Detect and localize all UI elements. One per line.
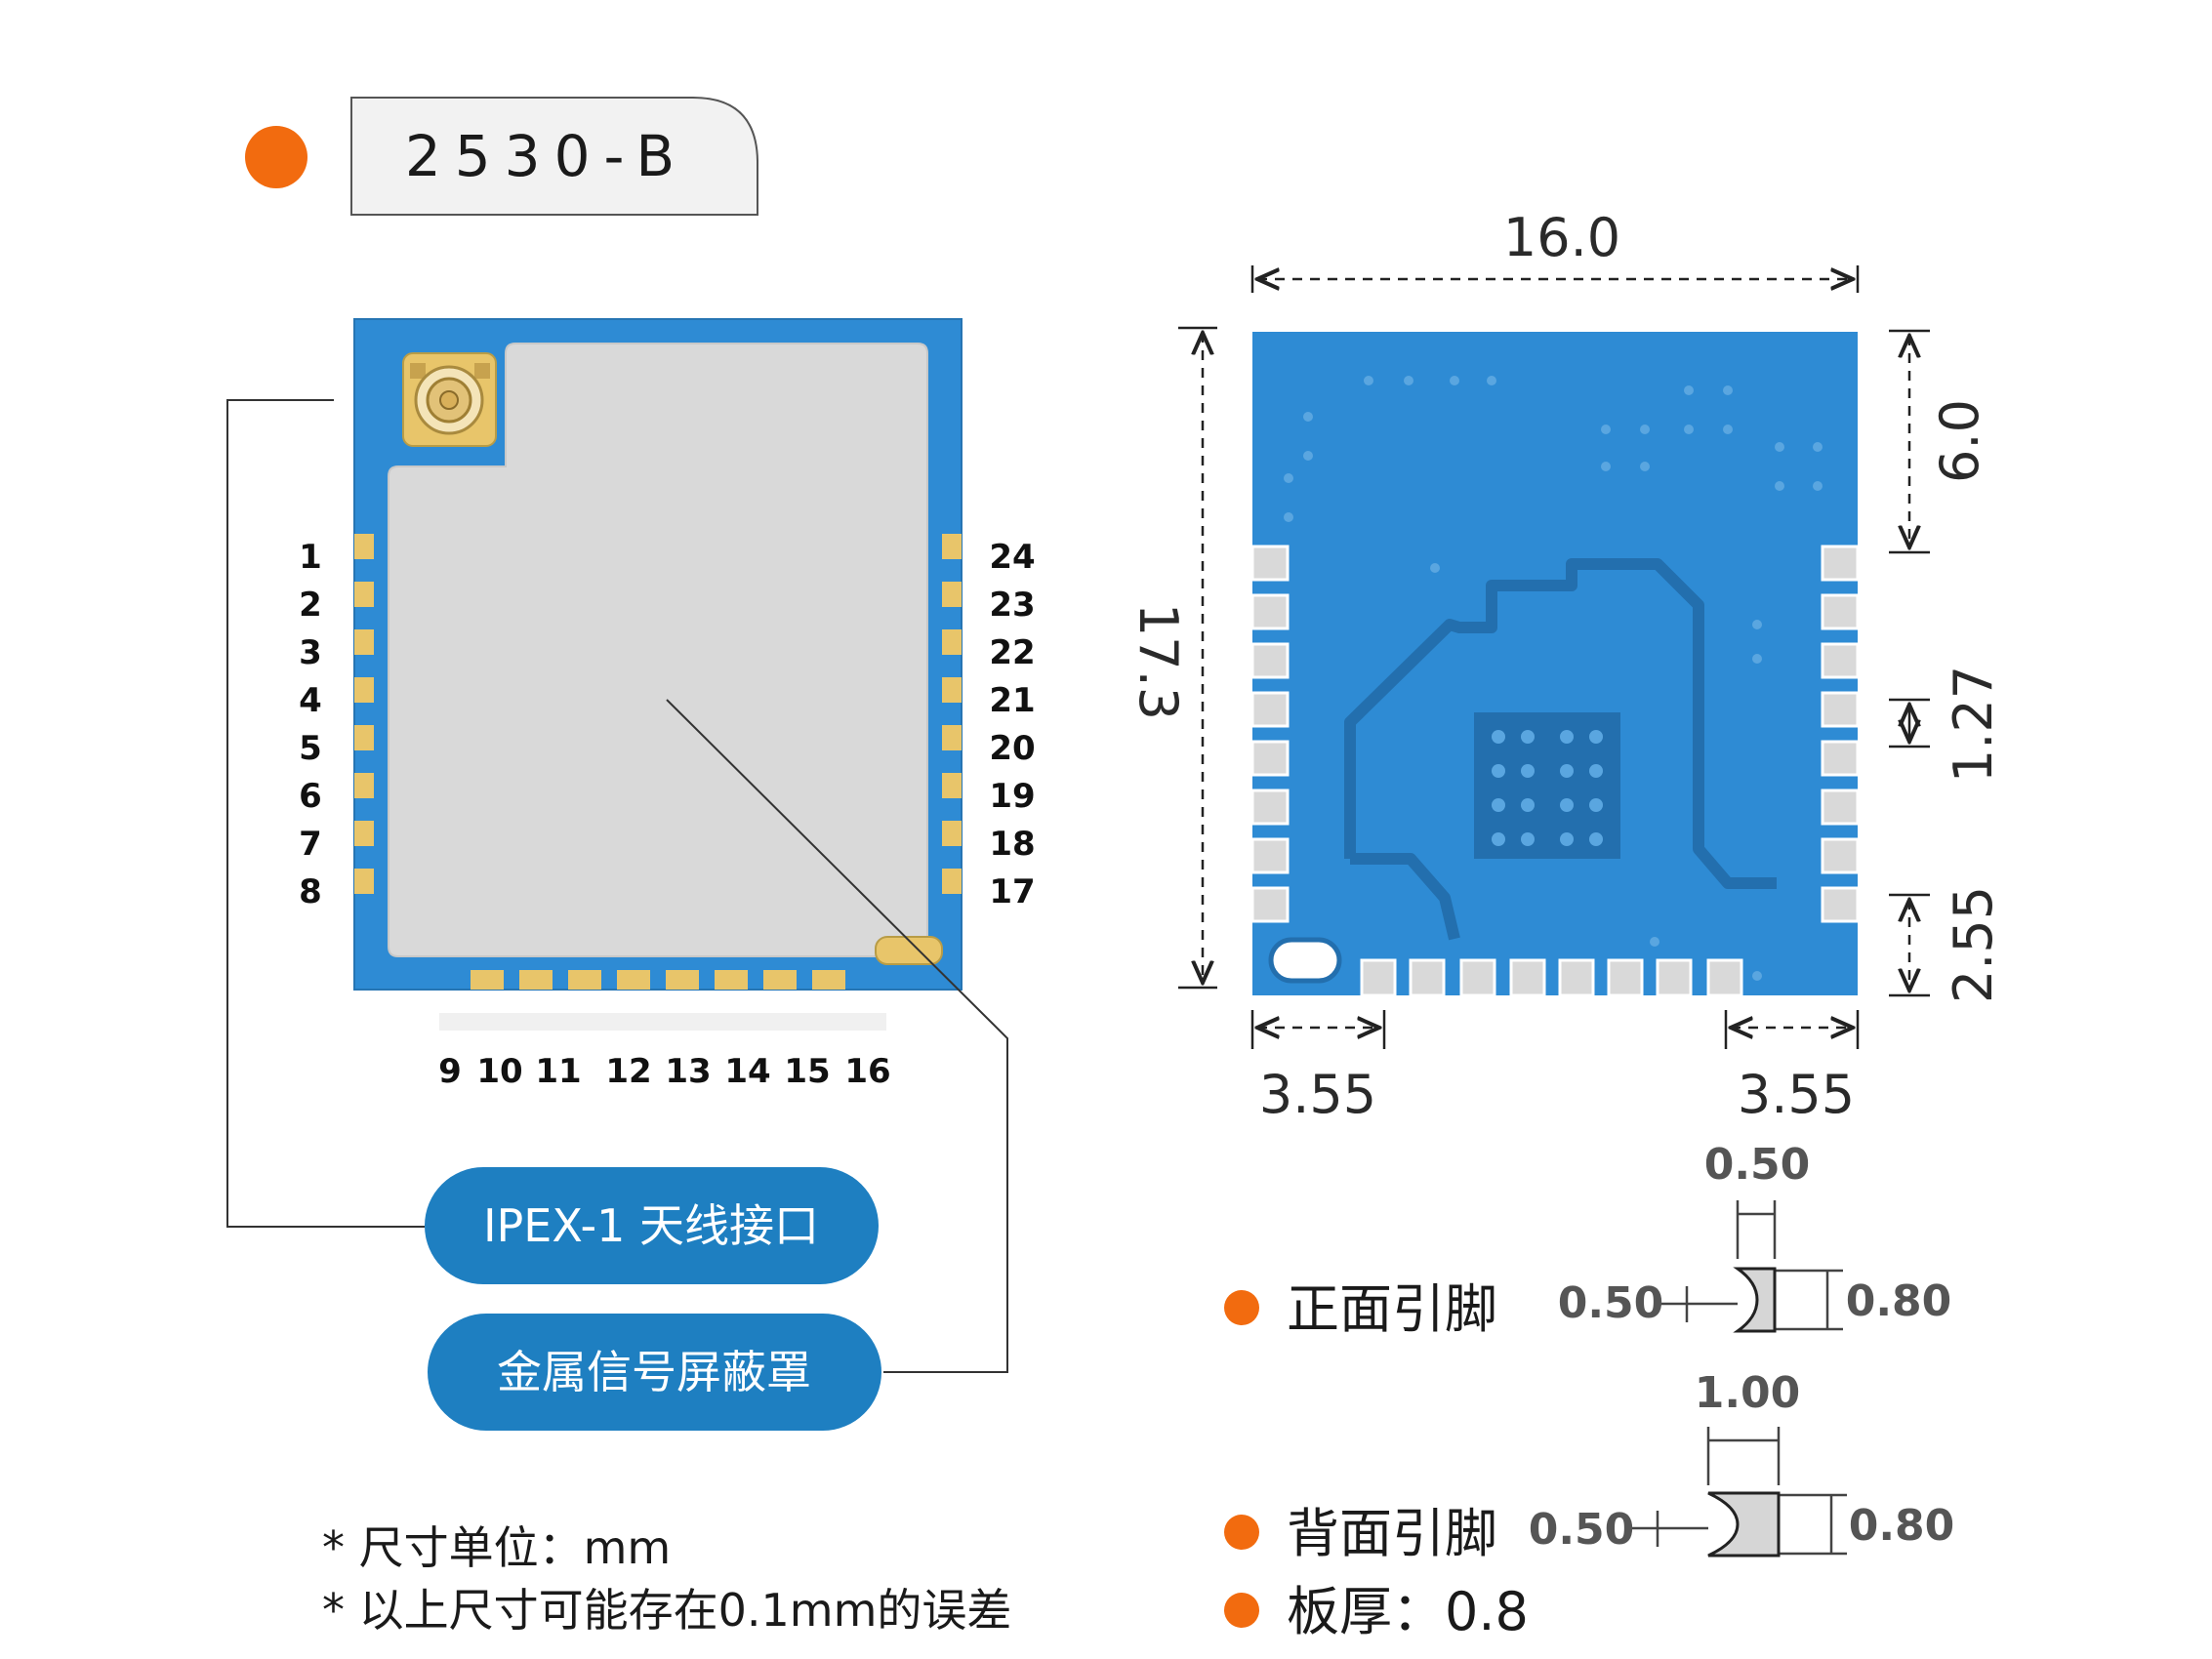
dim-bottom-left-label: 3.55 <box>1259 1064 1376 1125</box>
metal-shield <box>388 343 928 957</box>
note-tolerance: * 以上尺寸可能存在0.1mm的误差 <box>322 1584 1011 1637</box>
pin-label: 7 <box>299 825 322 864</box>
ipex-connector-icon <box>402 352 497 447</box>
pin-label: 19 <box>989 777 1035 816</box>
pin-label: 11 <box>535 1052 581 1091</box>
front-pad-left: 0.50 <box>1558 1278 1664 1328</box>
front-bottom-pads <box>471 970 845 990</box>
title-bullet-icon <box>245 126 307 188</box>
front-left-pads <box>354 534 374 894</box>
dim-top-right-label: 6.0 <box>1929 399 1990 483</box>
dim-bottom-right-label: 2.55 <box>1943 886 2004 1003</box>
antenna-callout: IPEX-1 天线接口 <box>425 1167 879 1284</box>
front-pad-detail-icon <box>1659 1200 1843 1333</box>
front-pad-width: 0.50 <box>1704 1140 1811 1190</box>
pin-label: 12 <box>605 1052 651 1091</box>
pin-label: 23 <box>989 586 1035 625</box>
pin-label: 21 <box>989 681 1035 720</box>
pin-label: 13 <box>665 1052 711 1091</box>
bottom-pin-labels: 9 10 11 12 13 14 15 16 <box>438 1052 891 1091</box>
pin-label: 2 <box>299 586 322 625</box>
front-module <box>353 318 963 1031</box>
pin-label: 14 <box>724 1052 770 1091</box>
pin-label: 20 <box>989 729 1035 768</box>
front-pad-right: 0.80 <box>1846 1276 1952 1326</box>
pin-label: 3 <box>299 633 322 672</box>
left-pin-labels: 1 2 3 4 5 6 7 8 <box>299 538 322 911</box>
back-pad-label: 背面引脚 <box>1287 1503 1497 1564</box>
title-tab <box>350 97 758 216</box>
back-module <box>1250 332 1860 997</box>
back-pcb <box>1252 332 1858 995</box>
pin-label: 8 <box>299 872 322 911</box>
right-pin-labels: 24 23 22 21 20 19 18 17 <box>989 538 1035 911</box>
antenna-callout-text: IPEX-1 天线接口 <box>483 1199 819 1252</box>
dimension-lines <box>1178 265 1930 1049</box>
pin-label: 5 <box>299 729 322 768</box>
title-text: 2530-B <box>405 123 688 189</box>
pin-label: 18 <box>989 825 1035 864</box>
note-unit: * 尺寸单位：mm <box>322 1521 671 1574</box>
pin-label: 10 <box>476 1052 522 1091</box>
pin-label: 17 <box>989 872 1035 911</box>
pin-label: 6 <box>299 777 322 816</box>
shield-leader-line <box>666 699 1008 1373</box>
front-pad-label: 正面引脚 <box>1287 1278 1497 1340</box>
front-right-pads <box>942 534 962 894</box>
pin-label: 24 <box>989 538 1035 577</box>
back-pad-left: 0.50 <box>1529 1505 1635 1555</box>
dim-bottom-right-h-label: 3.55 <box>1738 1064 1855 1125</box>
back-pad-width: 1.00 <box>1695 1368 1801 1418</box>
thickness-label: 板厚：0.8 <box>1287 1581 1529 1642</box>
dim-height-label: 17.3 <box>1127 603 1189 720</box>
dim-width-label: 16.0 <box>1503 207 1620 268</box>
pin-label: 1 <box>299 538 322 577</box>
pin-label: 16 <box>844 1052 890 1091</box>
pin-label: 9 <box>438 1052 462 1091</box>
front-pad-bullet-icon <box>1224 1290 1259 1325</box>
dim-pitch-label: 1.27 <box>1943 666 2004 783</box>
pin-label: 22 <box>989 633 1035 672</box>
thickness-bullet-icon <box>1224 1593 1259 1628</box>
pin-label: 4 <box>299 681 322 720</box>
pin-label: 15 <box>784 1052 830 1091</box>
back-pad-bullet-icon <box>1224 1515 1259 1550</box>
back-pad-detail-icon <box>1628 1427 1847 1558</box>
antenna-leader-line <box>226 399 425 1228</box>
shield-callout-text: 金属信号屏蔽罩 <box>497 1346 811 1398</box>
back-pad-right: 0.80 <box>1849 1501 1955 1551</box>
shield-callout: 金属信号屏蔽罩 <box>428 1314 881 1431</box>
